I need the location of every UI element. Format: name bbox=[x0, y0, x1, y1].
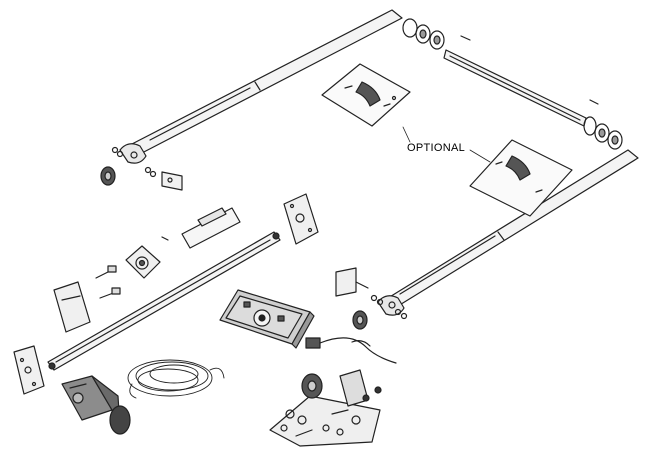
bearing-set-right bbox=[583, 116, 623, 150]
callout-leader bbox=[402, 126, 491, 163]
bearing-set-top bbox=[402, 18, 471, 50]
optional-callout-label: OPTIONAL bbox=[407, 142, 465, 154]
drive-coupler bbox=[161, 207, 241, 249]
lower-right-arm bbox=[377, 149, 639, 316]
flange-bearing bbox=[125, 245, 161, 279]
optional-bracket-lower bbox=[469, 139, 573, 217]
power-plug-cable bbox=[305, 337, 397, 364]
control-switch-panel bbox=[219, 289, 315, 349]
right-pivot-hardware bbox=[335, 267, 408, 330]
drive-motor-gearbox bbox=[61, 375, 131, 435]
hardware-kit bbox=[269, 369, 382, 447]
upper-left-arm bbox=[119, 9, 403, 164]
mount-plate-left bbox=[13, 345, 45, 395]
front-roller-tube bbox=[443, 49, 599, 127]
optional-bracket-upper bbox=[321, 63, 411, 127]
left-pivot-hardware bbox=[100, 146, 183, 191]
end-plate-left bbox=[53, 281, 91, 333]
bolts bbox=[95, 265, 121, 299]
wiring-harness bbox=[127, 359, 225, 399]
end-plate-right bbox=[283, 193, 319, 245]
torsion-shaft bbox=[47, 231, 281, 371]
